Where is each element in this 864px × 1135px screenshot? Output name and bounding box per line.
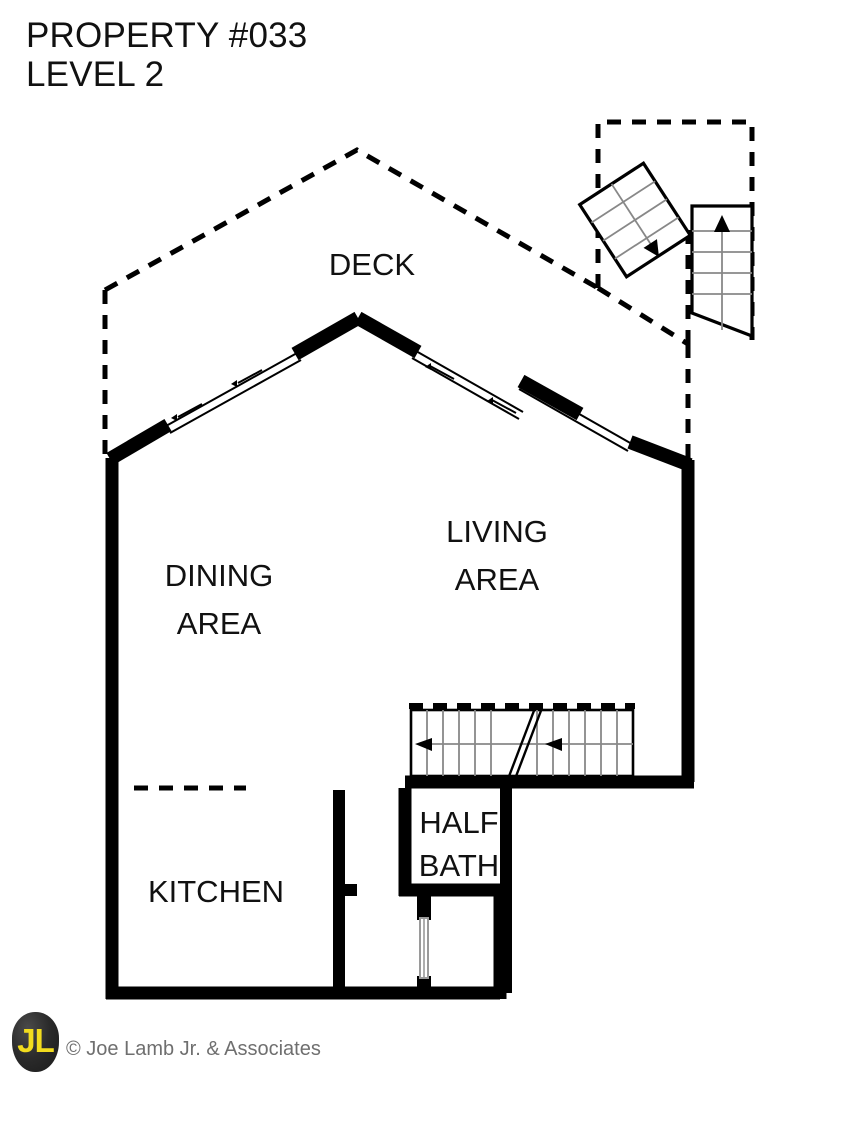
property-title-line: PROPERTY #033 bbox=[26, 16, 308, 55]
interior-partitions bbox=[134, 785, 512, 993]
dining-label-line-2: AREA bbox=[177, 606, 262, 641]
dining-label-line-1: DINING bbox=[165, 558, 274, 593]
page-title: PROPERTY #033 LEVEL 2 bbox=[26, 16, 307, 94]
half-bath-label-line-2: BATH bbox=[419, 848, 499, 883]
building-walls bbox=[105, 458, 695, 1000]
room-label-living: LIVING AREA bbox=[446, 514, 548, 597]
gable-sliding-doors bbox=[106, 311, 693, 472]
deck-stair-lower bbox=[690, 204, 754, 339]
room-label-kitchen: KITCHEN bbox=[148, 874, 284, 909]
footer: JL © Joe Lamb Jr. & Associates bbox=[12, 1012, 321, 1072]
logo-background bbox=[12, 1012, 59, 1072]
half-bath-label-line-1: HALF bbox=[419, 805, 498, 840]
deck-stair-upper bbox=[577, 161, 693, 279]
living-label-line-2: AREA bbox=[455, 562, 540, 597]
hall-door bbox=[417, 896, 431, 998]
copyright-text: © Joe Lamb Jr. & Associates bbox=[66, 1037, 321, 1060]
interior-stair bbox=[409, 703, 635, 780]
deck-outline bbox=[102, 119, 755, 470]
room-label-deck: DECK bbox=[329, 247, 415, 282]
room-label-half-bath: HALF BATH bbox=[419, 805, 499, 883]
company-logo-icon: JL bbox=[12, 1012, 59, 1072]
logo-initials: JL bbox=[17, 1021, 55, 1059]
living-label-line-1: LIVING bbox=[446, 514, 548, 549]
level-title-line: LEVEL 2 bbox=[26, 55, 165, 95]
room-label-dining: DINING AREA bbox=[165, 558, 274, 641]
